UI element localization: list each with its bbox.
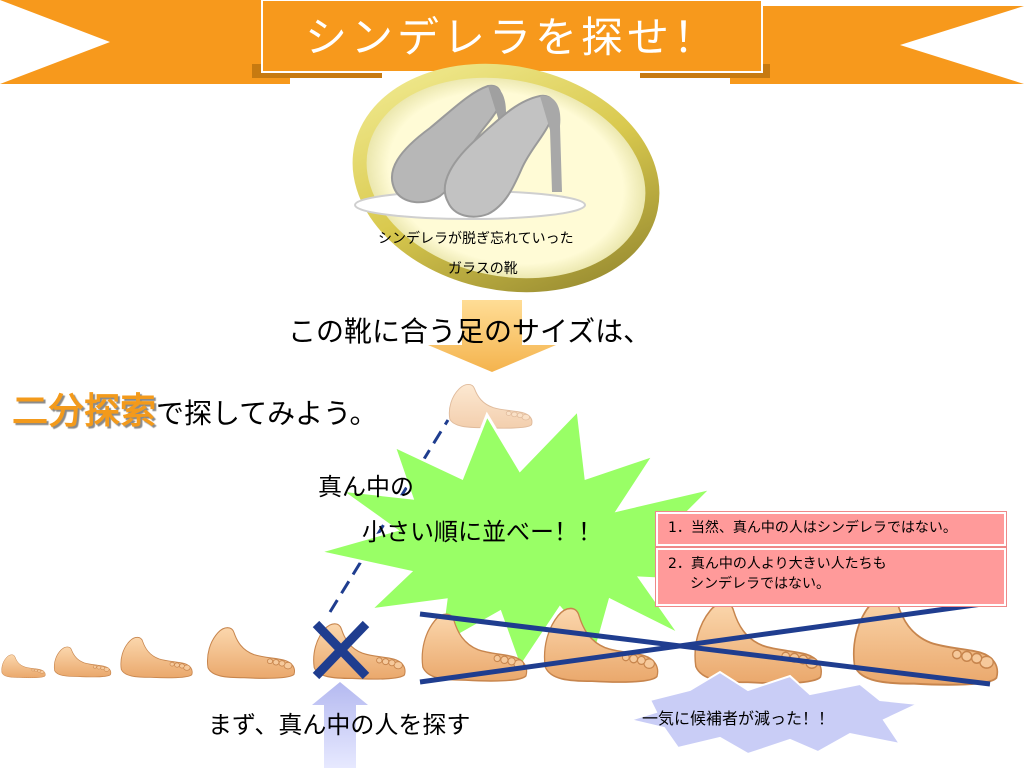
title-banner [0,0,1024,84]
note-2: 2．真ん中の人より大きい人たちも シンデレラではない。 [656,548,1006,606]
middle-text-partial: 真ん中の [318,473,414,501]
eliminate-cross [419,601,991,687]
foot-icon [1,654,46,679]
note-1: 1．当然、真ん中の人はシンデレラではない。 [656,512,1006,546]
burst-label: 小さい順に並べー！！ [362,518,602,546]
result-caption: 一気に候補者が減った！！ [642,709,835,728]
question-line2: 二分探索で探してみよう。 [12,382,378,434]
up-arrow-icon [312,682,368,768]
notes-panel: 1．当然、真ん中の人はシンデレラではない。 2．真ん中の人より大きい人たちも シ… [656,512,1006,606]
down-arrow-icon [428,300,556,372]
question-line2-rest: で探してみよう。 [156,397,378,430]
starburst-shape [317,406,726,672]
step-caption: まず、真ん中の人を探す [208,711,471,739]
foot-icon [120,636,193,679]
highlight-term: 二分探索 [12,391,157,432]
foot-icon [206,627,296,679]
note-2-line2: シンデレラではない。 [690,576,830,592]
shoe-caption-line1: シンデレラが脱ぎ忘れていった [378,231,574,247]
glass-shoe-icon [352,63,660,293]
shoe-caption-line2: ガラスの靴 [448,261,518,277]
page-title: シンデレラを探せ！ [304,12,719,62]
question-line1: この靴に合う足のサイズは、 [288,315,652,348]
callout-burst [626,670,922,756]
foot-icon [53,646,112,678]
cross-mark-icon [312,620,370,680]
note-2-line1: 2．真ん中の人より大きい人たちも [668,556,887,572]
